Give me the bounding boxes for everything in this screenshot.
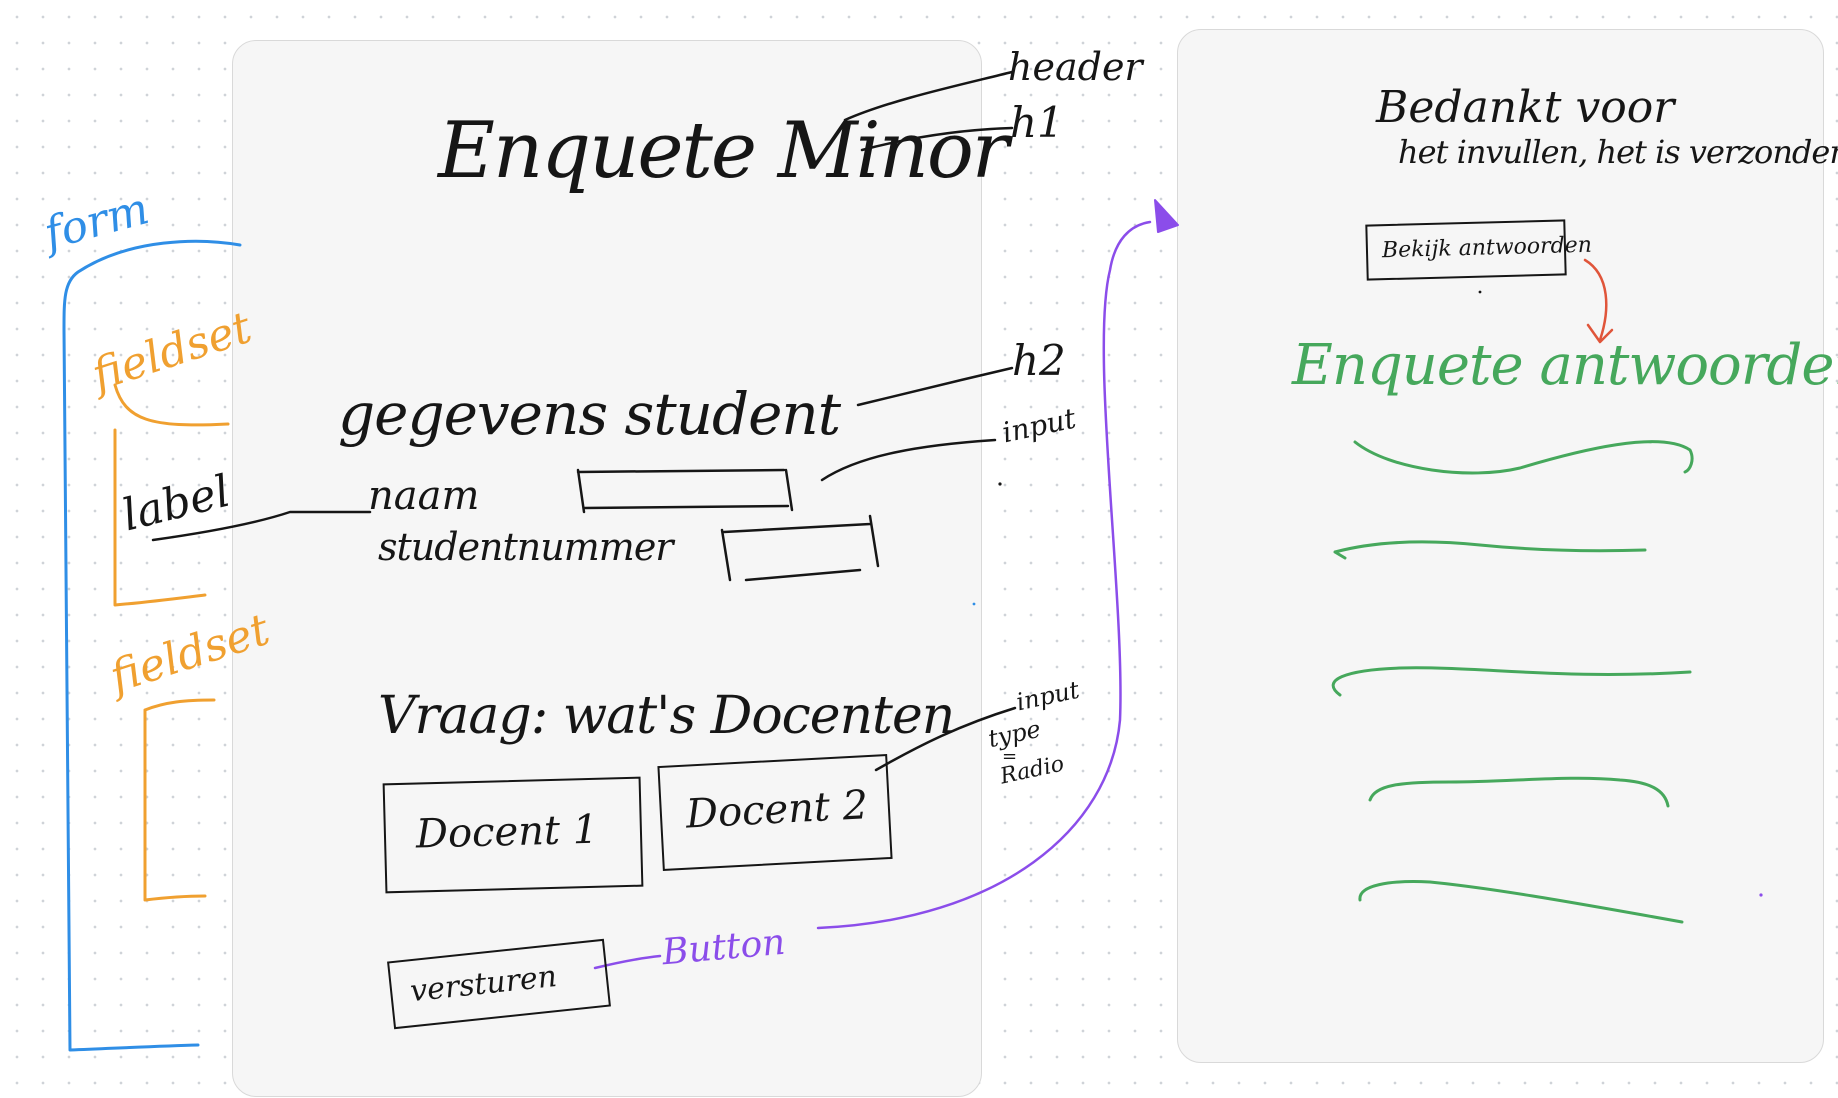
annotation-label: label xyxy=(117,465,236,542)
answers-heading: Enquete antwoorden xyxy=(1292,333,1838,398)
arrow-head xyxy=(1154,199,1179,233)
radio-option-label: Docent 2 xyxy=(684,782,870,838)
annotation-radio-equals: = xyxy=(1002,746,1018,767)
thanks-page-mockup xyxy=(1177,29,1824,1063)
radio-option-docent-1[interactable]: Docent 1 xyxy=(382,776,644,894)
radio-option-label: Docent 1 xyxy=(415,806,599,858)
studentnummer-label: studentnummer xyxy=(378,525,673,569)
form-title: Enquete Minor xyxy=(438,106,1009,196)
radio-option-docent-2[interactable]: Docent 2 xyxy=(657,754,893,871)
question-label: Vraag: wat's Docenten xyxy=(378,686,955,746)
thanks-message-line-1: Bedankt voor xyxy=(1376,82,1675,133)
view-answers-label: Bekijk antwoorden xyxy=(1381,232,1593,264)
annotation-header: header xyxy=(1008,45,1143,89)
section-heading: gegevens student xyxy=(338,380,841,448)
thanks-message-line-2: het invullen, het is verzonden xyxy=(1398,133,1838,171)
naam-label: naam xyxy=(368,473,480,519)
view-answers-button[interactable]: Bekijk antwoorden xyxy=(1365,219,1592,281)
annotation-input: input xyxy=(999,401,1079,450)
annotation-h2: h2 xyxy=(1012,336,1066,385)
annotation-form: form xyxy=(39,183,155,260)
fieldset-bracket-2 xyxy=(143,698,216,902)
submit-button-label: versturen xyxy=(408,959,559,1010)
annotation-radio-input: input xyxy=(1013,675,1082,717)
annotation-h1: h1 xyxy=(1010,98,1064,147)
